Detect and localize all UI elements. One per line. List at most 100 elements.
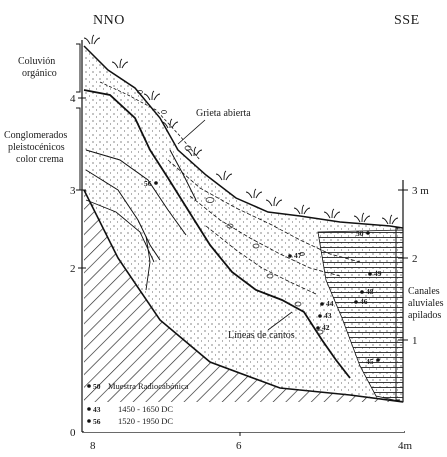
bottom-tick-6: 6	[236, 440, 242, 452]
pebble-1	[137, 90, 143, 94]
pebble-6	[252, 243, 260, 249]
left-tick-2: 2	[70, 263, 76, 275]
left-tick-4: 4	[70, 93, 76, 105]
cobble-line-3	[205, 225, 317, 295]
legend-2-num: 56	[93, 417, 101, 426]
legend-2-text: 1520 - 1950 DC	[118, 416, 173, 426]
label-canales: Canales aluviales apilados	[408, 286, 446, 321]
legend-1-text: 1450 - 1650 DC	[118, 404, 173, 414]
direction-right: SSE	[394, 13, 420, 28]
bedrock-hatch	[84, 190, 403, 432]
sample-48: 48	[360, 287, 374, 296]
conglomerados-line-2: pleistocénicos	[8, 142, 65, 153]
left-tick-3: 3	[70, 185, 76, 197]
veg-tuft-9	[293, 204, 311, 215]
sample-45-marker	[376, 358, 380, 362]
sample-42-label: 42	[322, 323, 330, 332]
legend-0-num: 50	[93, 382, 101, 391]
left-axis: 4 3 2 0	[70, 40, 86, 439]
sample-46: 46	[354, 297, 368, 306]
sample-46-marker	[354, 300, 358, 304]
pebble-2	[161, 110, 167, 114]
right-tick-2: 2	[412, 253, 418, 265]
ground-surface	[83, 45, 404, 229]
contact-dashed-1	[99, 81, 201, 161]
sample-44-label: 44	[326, 299, 334, 308]
annotation-lineas: Líneas de cantos	[228, 330, 295, 341]
sample-markers: 56 50 47 49 48 46 44 43	[144, 179, 382, 366]
sample-43-marker	[318, 314, 322, 318]
sample-42-marker	[316, 326, 320, 330]
right-tick-1: 1	[412, 335, 418, 347]
sample-44: 44	[320, 299, 334, 308]
pebble-3	[184, 145, 192, 151]
conglomerados-line-1: Conglomerados	[4, 130, 67, 141]
sample-49-label: 49	[374, 269, 382, 278]
canales-line-3: apilados	[408, 310, 441, 321]
legend-item-0: 50 Muestra Radiocabónica	[87, 381, 189, 391]
contact-4	[145, 235, 151, 291]
legend-1-num: 43	[93, 405, 101, 414]
grieta-leader	[177, 119, 206, 145]
bottom-tick-8: 8	[90, 440, 96, 452]
sample-50: 50	[356, 229, 370, 238]
canales-line-2: aluviales	[408, 298, 444, 309]
legend-0-text: Muestra Radiocabónica	[108, 381, 189, 391]
vegetation	[83, 34, 399, 225]
sample-47-label: 47	[294, 251, 302, 260]
sample-46-label: 46	[360, 297, 368, 306]
canales-line-1: Canales	[408, 286, 440, 297]
veg-tuft-10	[323, 208, 341, 219]
sample-50-label: 50	[356, 229, 364, 238]
pebbles	[137, 90, 324, 335]
sample-50-marker	[366, 231, 370, 235]
veg-tuft-3	[143, 90, 161, 101]
coluvion-line-2: orgánico	[22, 68, 57, 79]
veg-tuft-5	[185, 146, 203, 157]
veg-tuft-1	[83, 34, 101, 45]
sample-47: 47	[288, 251, 302, 260]
veg-tuft-12	[381, 214, 399, 225]
pebble-9	[316, 329, 324, 335]
right-tick-3m: 3 m	[412, 185, 429, 197]
veg-tuft-2	[111, 58, 129, 69]
label-coluvion: Coluvión orgánico	[18, 56, 58, 79]
annotation-grieta: Grieta abierta	[196, 108, 251, 119]
legend-2-marker	[87, 419, 91, 423]
conglomerados-bracket	[76, 107, 81, 191]
sample-49-marker	[368, 272, 372, 276]
lineas-leader	[267, 311, 293, 331]
sample-48-label: 48	[366, 287, 374, 296]
contact-1	[85, 149, 187, 236]
bedrock-mask	[84, 402, 404, 432]
sample-56-marker	[154, 181, 158, 185]
direction-left: NNO	[93, 13, 125, 28]
sample-48-marker	[360, 290, 364, 294]
coluvion-line-1: Coluvión	[18, 56, 55, 67]
conglomerados-line-3: color crema	[16, 154, 64, 165]
sample-43-label: 43	[324, 311, 332, 320]
sample-43: 43	[318, 311, 332, 320]
bottom-tick-4m: 4m	[398, 440, 413, 452]
veg-tuft-8	[265, 196, 283, 207]
sample-42: 42	[316, 323, 330, 332]
alluvial-channels	[317, 229, 404, 403]
deposit-fill	[84, 46, 403, 402]
grieta-line	[169, 149, 197, 201]
legend-item-2: 56 1520 - 1950 DC	[87, 416, 173, 426]
pebble-5	[226, 223, 234, 229]
pebble-4	[205, 197, 215, 203]
sample-56-label: 56	[144, 179, 152, 188]
sample-45-label: 45	[366, 357, 374, 366]
legend-1-marker	[87, 407, 91, 411]
sample-56: 56	[144, 179, 158, 188]
sample-45: 45	[366, 357, 380, 366]
veg-tuft-4	[161, 118, 179, 129]
left-tick-0: 0	[70, 427, 76, 439]
sample-49: 49	[368, 269, 382, 278]
contact-3	[85, 199, 155, 263]
cobble-line-2	[189, 195, 341, 277]
legend-0-marker	[87, 384, 91, 388]
